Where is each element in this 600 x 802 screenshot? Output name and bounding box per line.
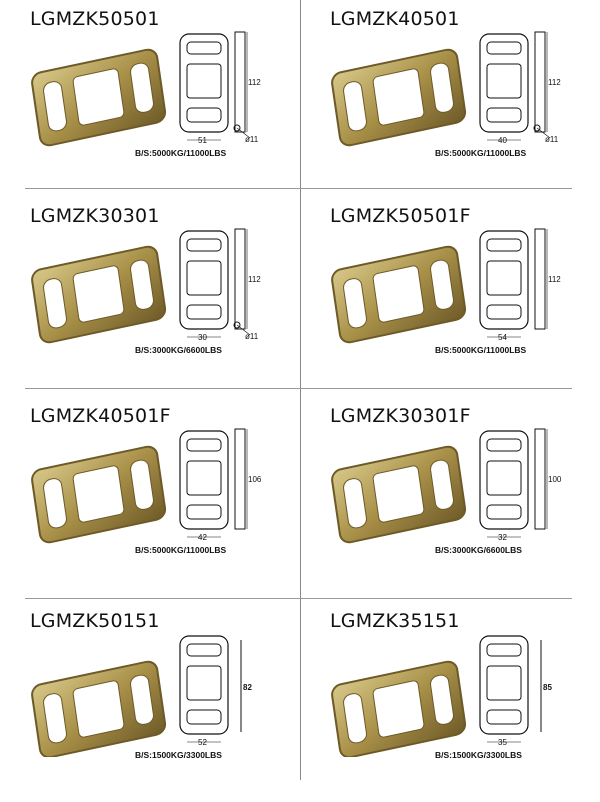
product-card: LGMZK50151 82 52 B/S:1500KG/3300LBS: [0, 602, 300, 802]
width-dimension: 35: [498, 738, 507, 747]
height-dimension: 85: [543, 683, 552, 692]
column-divider: [300, 0, 301, 780]
technical-drawing: 112 ø11 30: [179, 228, 261, 342]
product-card: LGMZK40501F 106 42 B/S:5000KG/11000LBS: [0, 397, 300, 597]
row-divider: [300, 598, 572, 599]
width-dimension: 32: [498, 533, 507, 542]
model-number: LGMZK40501F: [30, 405, 171, 427]
row-divider: [300, 388, 572, 389]
buckle-photo: [331, 660, 467, 757]
diameter-dimension: ø11: [245, 135, 259, 144]
model-number: LGMZK50501F: [330, 205, 471, 227]
technical-drawing: 100 32: [479, 428, 562, 542]
model-number: LGMZK35151: [330, 610, 460, 632]
breaking-strength: B/S:5000KG/11000LBS: [135, 545, 227, 555]
technical-drawing: 82 52: [179, 635, 252, 747]
technical-drawing: 85 35: [479, 635, 552, 747]
breaking-strength: B/S:5000KG/11000LBS: [435, 345, 527, 355]
diameter-dimension: ø11: [545, 135, 559, 144]
width-dimension: 42: [198, 533, 207, 542]
width-dimension: 52: [198, 738, 207, 747]
buckle-photo: [331, 245, 467, 344]
model-number: LGMZK30301: [30, 205, 160, 227]
buckle-photo: [31, 445, 167, 544]
buckle-photo: [31, 245, 167, 344]
height-dimension: 112: [248, 78, 261, 87]
breaking-strength: B/S:1500KG/3300LBS: [135, 750, 222, 760]
technical-drawing: 112 54: [479, 228, 561, 342]
breaking-strength: B/S:3000KG/6600LBS: [135, 345, 222, 355]
height-dimension: 112: [548, 78, 561, 87]
breaking-strength: B/S:5000KG/11000LBS: [435, 148, 527, 158]
height-dimension: 82: [243, 683, 252, 692]
model-number: LGMZK40501: [330, 8, 460, 30]
technical-drawing: 112 ø11 51: [179, 31, 261, 145]
buckle-photo: [331, 445, 467, 544]
buckle-photo: [331, 48, 467, 147]
buckle-photo: [31, 48, 167, 147]
model-number: LGMZK50151: [30, 610, 160, 632]
width-dimension: 40: [498, 136, 507, 145]
model-number: LGMZK50501: [30, 8, 160, 30]
diameter-dimension: ø11: [245, 332, 259, 341]
row-divider: [25, 598, 300, 599]
breaking-strength: B/S:1500KG/3300LBS: [435, 750, 522, 760]
row-divider: [25, 388, 300, 389]
technical-drawing: 106 42: [179, 428, 262, 542]
product-card: LGMZK50501F 112 54 B/S:5000KG/11000LBS: [300, 197, 600, 397]
width-dimension: 51: [198, 136, 207, 145]
buckle-photo: [31, 660, 167, 757]
model-number: LGMZK30301F: [330, 405, 471, 427]
product-card: LGMZK30301 112 ø11 30 B/S:3000KG/6600LBS: [0, 197, 300, 397]
product-card: LGMZK30301F 100 32 B/S:3000KG/6600LBS: [300, 397, 600, 597]
row-divider: [25, 188, 300, 189]
breaking-strength: B/S:3000KG/6600LBS: [435, 545, 522, 555]
technical-drawing: 112 ø11 40: [479, 31, 561, 145]
width-dimension: 30: [198, 333, 207, 342]
product-card: LGMZK35151 85 35 B/S:1500KG/3300LBS: [300, 602, 600, 802]
breaking-strength: B/S:5000KG/11000LBS: [135, 148, 227, 158]
product-card: LGMZK40501 112 ø11 40 B/S:5000KG/11000LB…: [300, 0, 600, 200]
product-card: LGMZK50501 112 ø11 51 B/S:5000KG/11000LB…: [0, 0, 300, 200]
row-divider: [300, 188, 572, 189]
height-dimension: 112: [248, 275, 261, 284]
height-dimension: 106: [248, 475, 262, 484]
width-dimension: 54: [498, 333, 507, 342]
height-dimension: 100: [548, 475, 562, 484]
height-dimension: 112: [548, 275, 561, 284]
